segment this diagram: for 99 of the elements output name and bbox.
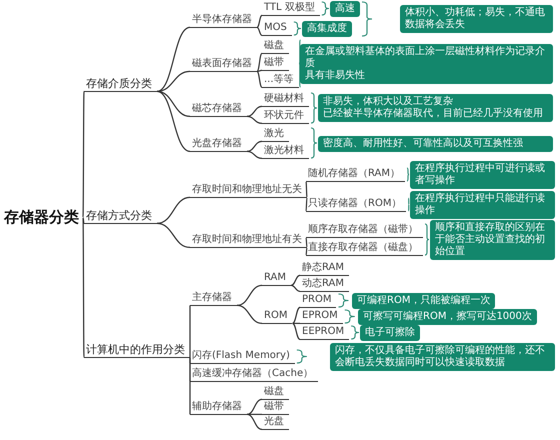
branch-line [189,357,191,414]
branch-line [292,322,300,340]
topic-label: EPROM [300,309,343,324]
note-box [400,5,553,33]
topic-label: 磁带 [262,56,289,71]
note-box [330,343,555,371]
branch-line [292,322,300,324]
note-box [302,21,352,37]
note-text: 闪存，不仅具备电子可擦除可编程的性能，还不会断电丢失数据同时可以快速读取数据 [335,345,546,369]
topic-label: 直接存取存储器（磁盘） [306,241,423,256]
note-text: 电子可擦除 [365,327,415,339]
topic-label: 半导体存储器 [190,13,257,28]
branch-line [290,284,300,292]
branch-line [156,90,190,152]
topic-label: 闪存(Flash Memory) [190,349,295,364]
topic-label: TTL 双极型 [262,1,320,16]
topic-label: PROM [300,293,336,308]
branch-line [82,217,85,224]
branch-line [256,26,262,36]
note-text: 可编程ROM，只能被编程一次 [357,295,490,307]
note-box [410,191,555,219]
branch-line [305,237,308,248]
topic-label: ...等等 [262,73,299,88]
branch-line [305,181,308,198]
note-box [318,136,553,152]
note-text: 密度高、耐用性好、可靠性高以及可互换性强 [323,138,524,150]
branch-line [82,217,85,358]
topic-label: 磁盘 [262,39,289,54]
note-text: 已经被半导体存储器取代，目前已经几乎没有使用 [323,108,544,120]
branch-line [256,70,262,88]
topic-label: 激光 [262,127,289,142]
branch-line [246,106,262,117]
branch-line [292,306,300,324]
topic-label: 高速缓冲存储器（Cache） [190,367,318,382]
topic-label: 计算机中的作用分类 [84,343,190,358]
branch-line [290,274,300,286]
topic-label: 动态RAM [300,277,350,292]
branch-line [156,90,190,117]
topic-label: EEPROM [300,325,350,340]
topic-label: 存储方式分类 [84,209,157,224]
note-box [300,44,553,84]
branch-line [156,222,190,248]
branch-line [305,247,308,256]
branch-line [246,414,262,430]
note-text: 在程序执行过程中可进行读或者写操作 [415,163,546,187]
branch-line [236,284,262,306]
topic-label: 存储介质分类 [84,77,157,92]
branch-line [246,398,262,415]
branch-line [236,304,262,324]
branch-line [246,140,262,152]
topic-label: 顺序存取存储器（磁带） [306,223,423,238]
topic-label: 存取时间和物理地址无关 [190,183,307,198]
note-text: 在程序执行过程中只能进行读操作 [415,193,546,217]
note-text: 非易失，体积大以及工艺复杂 [323,96,454,108]
branch-line [256,53,262,72]
note-text: 可擦写可编程ROM，擦写可达1000次 [363,311,532,323]
topic-label: MOS [262,21,292,36]
topic-label: 辅助存储器 [190,400,247,415]
branch-line [156,196,190,224]
branch-line [305,197,308,212]
topic-label: 光盘存储器 [190,137,247,152]
topic-label: 激光材料 [262,144,309,159]
note-text: 高速 [335,3,355,15]
note-text: 体积小、功耗低；易失，不通电数据将会丢失 [405,7,546,31]
note-text: 高集成度 [307,23,347,35]
topic-label: 光盘 [262,415,289,430]
note-box [358,309,537,325]
note-text: 顺序和直接存取的区别在于能否主动设置查找的初始位置 [435,222,546,258]
topic-label: RAM [262,271,292,286]
branch-line [189,305,191,358]
note-box [352,293,496,309]
topic-label: 磁带 [262,400,289,415]
note-box [360,325,420,341]
branch-line [247,414,262,415]
branch-line [256,70,262,72]
note-box [410,161,555,189]
topic-label: 存取时间和物理地址有关 [190,233,307,248]
branch-line [246,116,262,124]
topic-label: 主存储器 [190,291,237,306]
topic-label: 磁表面存储器 [190,57,257,72]
topic-label: 磁盘 [262,385,289,400]
branch-line [256,14,262,28]
branch-line [156,70,190,92]
topic-label: 随机存储器（RAM） [306,167,406,182]
note-text: 在金属或塑料基体的表面上涂一层磁性材料作为记录介质 [305,46,546,70]
topic-label: 环状元件 [262,109,309,124]
note-box [430,220,555,260]
note-box [330,1,360,17]
topic-label: 只读存储器（ROM） [306,197,406,212]
topic-label: 磁芯存储器 [190,102,247,117]
branch-line [246,150,262,159]
branch-line [82,91,85,218]
note-box [318,94,553,122]
branch-line [156,26,190,92]
note-text: 具有非易失性 [305,70,366,82]
topic-label: 硬磁材料 [262,92,309,107]
root-topic: 存储器分类 [4,208,79,227]
topic-label: 静态RAM [300,261,350,276]
topic-label: ROM [262,309,292,324]
